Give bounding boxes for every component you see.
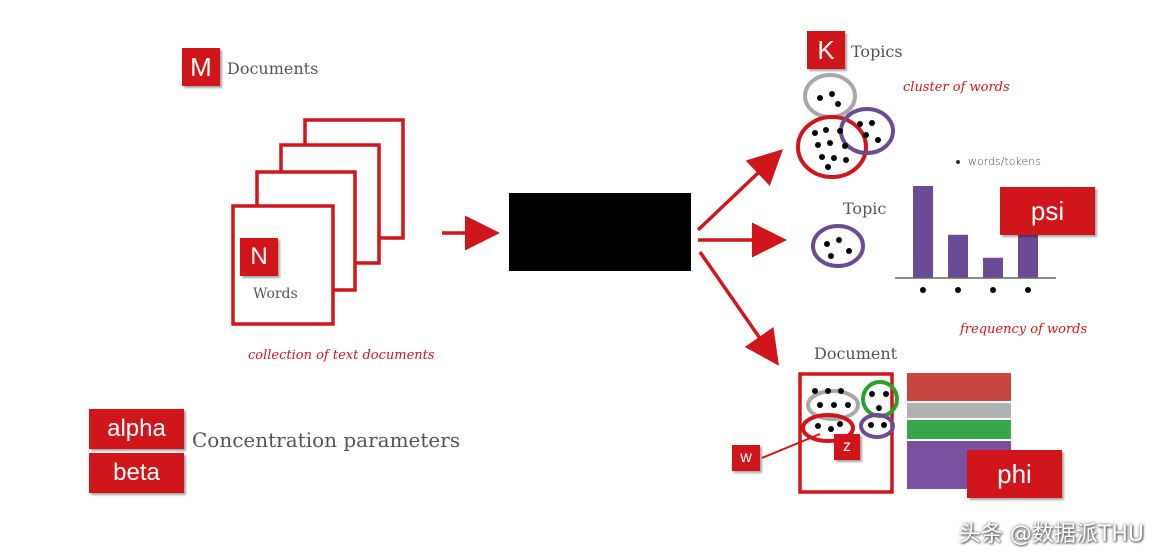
legend-bullet: [956, 160, 960, 164]
bar-word-dot-2: [955, 287, 961, 293]
m-box: M: [182, 48, 220, 86]
legend-words-tokens: words/tokens: [968, 155, 1041, 168]
topics-label: Topics: [851, 42, 903, 61]
bar-2: [948, 234, 968, 278]
topic-label: Topic: [843, 199, 887, 218]
w-box: w: [732, 445, 760, 471]
z-box: z: [834, 434, 860, 460]
collection-caption: collection of text documents: [248, 348, 435, 363]
psi-bar-chart: [913, 186, 1038, 293]
watermark: 头条 @数据派THU: [958, 522, 1144, 547]
bar-3: [983, 257, 1003, 278]
topic-cluster: [811, 224, 865, 268]
arrow-to-document: [698, 251, 779, 366]
n-box: N: [240, 238, 278, 276]
words-label: Words: [253, 286, 298, 302]
document-view: [761, 372, 899, 494]
document-label: Document: [814, 344, 898, 363]
doc-purple-cluster: [859, 413, 895, 439]
alpha-box: alpha: [89, 409, 184, 449]
cluster-caption: cluster of words: [903, 80, 1010, 95]
topics-clusters: [796, 73, 895, 179]
phi-box: phi: [967, 450, 1062, 498]
bar-4: [1018, 233, 1038, 278]
phi-red-band: [907, 373, 1011, 401]
phi-green-band: [907, 420, 1011, 439]
psi-box: psi: [1000, 187, 1095, 235]
bar-word-dot-1: [920, 287, 926, 293]
phi-gray-band: [907, 403, 1011, 418]
cluster-dots: [812, 91, 881, 170]
w-pointer-line: [761, 433, 821, 459]
frequency-caption: frequency of words: [960, 322, 1088, 337]
k-box: K: [807, 31, 845, 69]
phi-proportion-bars: [907, 373, 1011, 489]
red-cluster: [796, 115, 868, 179]
bar-word-dot-4: [1025, 287, 1031, 293]
doc-red-cluster: [801, 413, 855, 443]
arrow-to-topics: [696, 149, 784, 232]
model-black-box: [509, 193, 691, 271]
concentration-label: Concentration parameters: [192, 428, 461, 452]
bar-1: [913, 186, 933, 278]
doc-gray-cluster: [806, 389, 860, 421]
bar-word-dot-3: [990, 287, 996, 293]
documents-label: Documents: [227, 59, 319, 78]
beta-box: beta: [89, 453, 184, 493]
